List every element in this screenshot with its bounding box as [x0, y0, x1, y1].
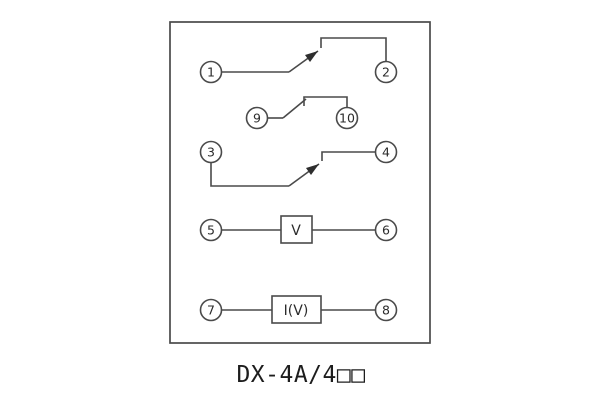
terminal-number: 7: [207, 303, 215, 318]
terminal-number: 1: [207, 65, 215, 80]
contact-arrow-icon: [305, 51, 318, 62]
fixed-contact-9-10: [303, 96, 348, 108]
terminal-4: 4: [374, 140, 398, 164]
terminal-circle: [199, 298, 223, 322]
terminal-8: 8: [374, 298, 398, 322]
terminal-number: 5: [207, 223, 215, 238]
current-coil-box: [271, 295, 322, 324]
terminal-number: 8: [382, 303, 390, 318]
current-coil-branch: I(V): [221, 295, 376, 324]
terminal-number: 4: [382, 145, 390, 160]
contact-3-4: [210, 151, 376, 187]
contact-blade-9-10: [282, 98, 307, 119]
contact-arrow-icon: [306, 164, 319, 175]
terminal-3: 3: [199, 140, 223, 164]
terminal-circle: [374, 298, 398, 322]
model-designation-label: DX-4A/4□□: [236, 362, 365, 388]
fixed-contact-1-2: [320, 37, 387, 62]
current-coil-label: I(V): [284, 303, 309, 319]
terminal-circle: [199, 218, 223, 242]
fixed-contact-3-4: [321, 151, 376, 161]
terminal-5: 5: [199, 218, 223, 242]
terminal-circle: [374, 140, 398, 164]
relay-case-outline: [169, 21, 431, 344]
terminal-number: 3: [207, 145, 215, 160]
terminal-9: 9: [245, 106, 269, 130]
terminal-10: 10: [335, 106, 359, 130]
voltage-coil-branch: V: [221, 215, 376, 244]
terminal-circle: [199, 60, 223, 84]
terminal-circle: [374, 60, 398, 84]
contact-9-10: [267, 96, 348, 119]
terminal-7: 7: [199, 298, 223, 322]
terminal-number: 6: [382, 223, 390, 238]
terminal-circle: [374, 218, 398, 242]
terminal-number: 9: [253, 111, 261, 126]
terminal-1: 1: [199, 60, 223, 84]
terminal-2: 2: [374, 60, 398, 84]
terminal-circle: [199, 140, 223, 164]
contact-1-2: [221, 37, 387, 73]
terminal-circle: [245, 106, 269, 130]
terminal-6: 6: [374, 218, 398, 242]
voltage-coil-label: V: [291, 223, 301, 239]
terminal-number: 2: [382, 65, 390, 80]
wire-terminal3: [210, 162, 289, 187]
terminal-circle: [335, 106, 359, 130]
terminal-number: 10: [339, 111, 355, 126]
